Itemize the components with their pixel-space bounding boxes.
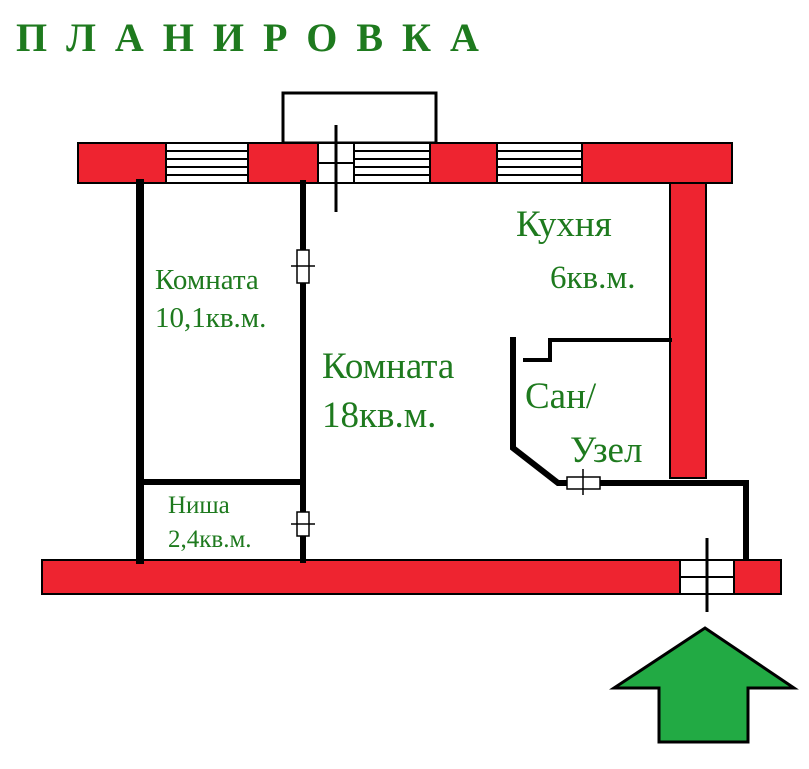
up-arrow-icon [609,626,799,744]
bathroom-label-1: Сан/ [525,376,597,417]
niche-area: 2,4кв.м. [168,526,252,553]
window-middle [353,142,431,184]
door-small-room [291,249,315,284]
room-large-name: Комната [322,346,454,387]
right-wall [669,182,707,479]
bathroom-label-2: Узел [570,430,642,471]
room-small-area: 10,1кв.м. [155,302,266,334]
room-small-name: Комната [155,264,259,296]
window-right [496,142,583,184]
door-niche [291,511,315,537]
window-left [165,142,249,184]
room-large-area: 18кв.м. [322,395,436,436]
niche-name: Ниша [168,492,230,519]
kitchen-area: 6кв.м. [550,260,636,296]
kitchen-name: Кухня [516,204,612,245]
door-bathroom [566,469,601,495]
plan-title: ПЛАНИРОВКА [16,15,498,60]
partitions [136,179,749,564]
bottom-wall [41,559,782,595]
entrance-door [679,538,735,612]
balcony [281,91,438,145]
top-wall [77,142,733,184]
balcony-door [317,125,355,212]
